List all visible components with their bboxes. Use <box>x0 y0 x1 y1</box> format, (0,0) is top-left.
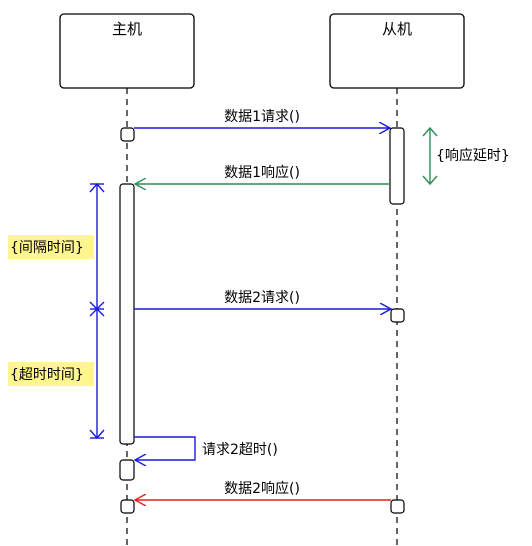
participant-slave-label: 从机 <box>382 20 412 38</box>
response-delay-label: {响应延时} <box>436 147 510 164</box>
timeout-time-label: {超时时间} <box>10 367 84 383</box>
activation-slave-2 <box>390 308 405 323</box>
message-data2-response: 数据2响应() <box>135 480 391 500</box>
participant-master: 主机 <box>59 13 195 89</box>
message-data1-request: 数据1请求() <box>134 109 390 128</box>
activation-master-4 <box>120 499 135 514</box>
message-request2-timeout-label: 请求2超时() <box>202 442 278 458</box>
message-data2-response-label: 数据2响应() <box>224 480 300 497</box>
message-data2-request: 数据2请求() <box>134 290 391 309</box>
participant-slave: 从机 <box>329 13 465 89</box>
response-delay-bracket: {响应延时} <box>422 126 510 186</box>
message-data2-request-label: 数据2请求() <box>224 290 300 306</box>
activation-slave-3 <box>390 499 405 514</box>
participant-master-label: 主机 <box>112 20 142 38</box>
message-request2-timeout: 请求2超时() <box>134 436 278 460</box>
message-data1-response-label: 数据1响应() <box>224 164 300 181</box>
timeout-time-annotation: {超时时间} <box>8 362 94 386</box>
activation-master-3 <box>119 459 135 481</box>
interval-time-annotation: {间隔时间} <box>8 235 94 259</box>
interval-time-label: {间隔时间} <box>10 240 84 256</box>
message-data1-request-label: 数据1请求() <box>224 109 300 125</box>
interval-timeout-bracket <box>89 182 105 440</box>
activation-master-2 <box>119 183 135 445</box>
message-data1-response: 数据1响应() <box>135 164 390 184</box>
activation-slave-1 <box>389 127 405 205</box>
activation-master-1 <box>120 127 135 142</box>
